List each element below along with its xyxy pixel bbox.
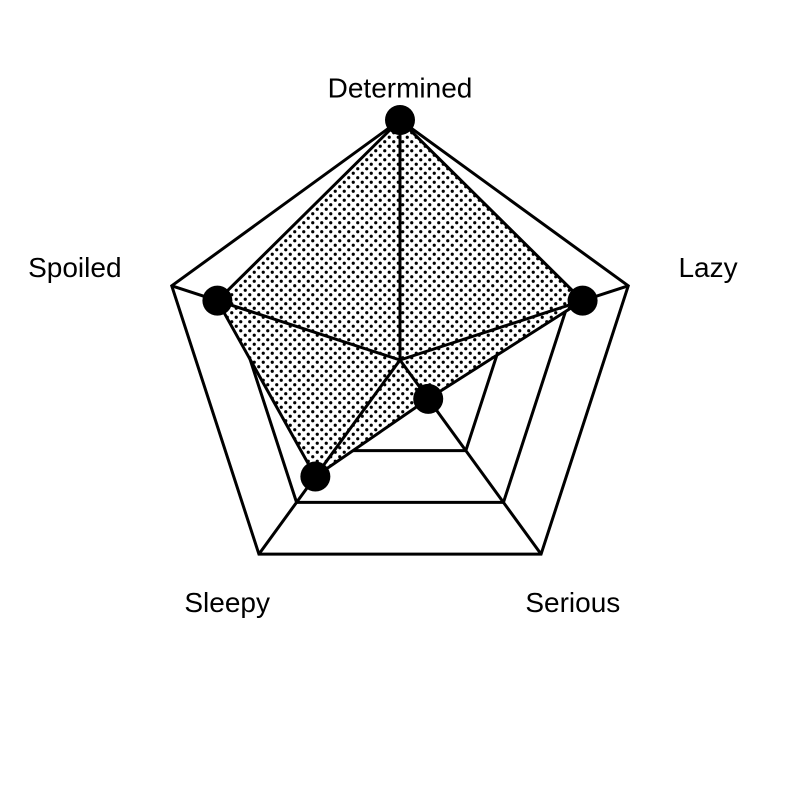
data-point-determined: [385, 105, 415, 135]
axis-label-determined: Determined: [328, 72, 473, 103]
axis-label-serious: Serious: [525, 587, 620, 618]
grid-ring-4: [169, 118, 631, 556]
data-point-spoiled: [202, 285, 233, 316]
axis-label-sleepy: Sleepy: [184, 587, 270, 618]
axis-label-lazy: Lazy: [678, 252, 737, 283]
data-point-sleepy: [300, 461, 331, 492]
axis-label-spoiled: Spoiled: [28, 252, 121, 283]
spoke-sleepy: [257, 359, 402, 556]
data-point-lazy: [567, 285, 598, 316]
data-point-serious: [413, 383, 444, 414]
